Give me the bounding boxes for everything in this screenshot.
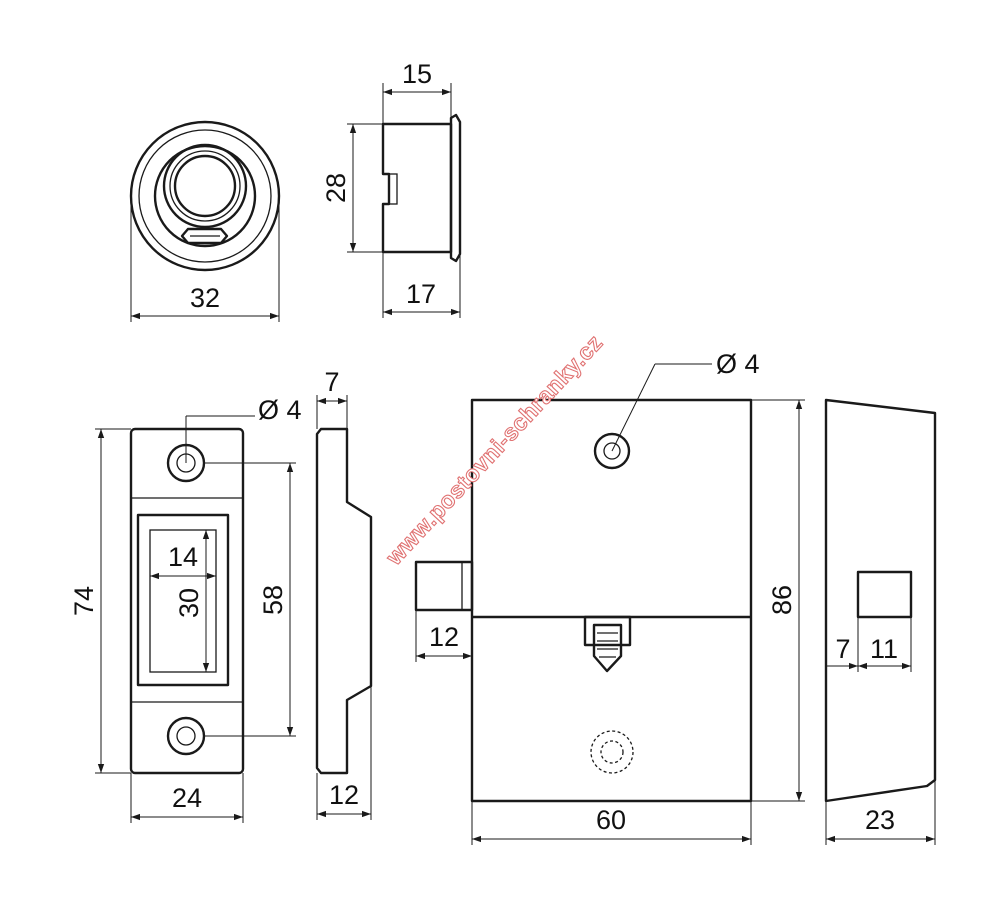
cylinder-core-ring-inner (169, 150, 241, 222)
cylinder-side-body (381, 122, 453, 254)
cylinder-side-view: 15 28 17 (321, 59, 462, 318)
lock-hole-label: Ø 4 (716, 349, 760, 379)
lock-side-depth-label: 23 (865, 805, 895, 835)
lock-latch (592, 623, 623, 673)
strike-width-label: 24 (172, 783, 202, 813)
cylinder-body (153, 144, 257, 248)
strike-pocket-outer (136, 513, 230, 687)
strike-side-bottom-label: 12 (329, 780, 359, 810)
cylinder-side-flange (449, 113, 462, 263)
lock-side-offset-label: 7 (835, 634, 850, 664)
cylinder-rosette-inner (138, 129, 272, 263)
lock-hidden-hole-inner (600, 740, 624, 764)
strike-plate-side-view: 7 12 (315, 367, 373, 820)
strike-side-outline (315, 427, 373, 775)
cylinder-overall-depth-label: 17 (406, 279, 436, 309)
strike-screw-hole-bottom-bore (176, 726, 196, 746)
watermark: www.postovni-schranky.cz (380, 329, 607, 570)
strike-screw-hole-bottom (166, 716, 206, 756)
cylinder-width-label: 32 (190, 283, 220, 313)
cylinder-height-label: 28 (321, 173, 351, 203)
lock-side-view: 7 11 23 (824, 398, 937, 845)
strike-height-label: 74 (69, 586, 99, 616)
cylinder-front-view: 32 (129, 120, 281, 322)
lock-side-window-label: 11 (870, 634, 898, 664)
strike-plate-front-view: Ø 4 74 58 14 30 24 (69, 395, 302, 823)
strike-slot-width-label: 14 (168, 542, 198, 572)
lock-screw-hole (593, 432, 631, 470)
lock-bolt (414, 560, 474, 612)
strike-plate-outline (129, 427, 245, 775)
cylinder-side-notch (388, 173, 398, 205)
lock-height-label: 86 (767, 585, 797, 615)
cylinder-keyway (180, 227, 229, 245)
strike-hole-spacing-label: 58 (258, 585, 288, 615)
lock-body-front-view: Ø 4 86 12 60 (414, 349, 805, 845)
lock-latch-housing (583, 615, 632, 647)
lock-width-label: 60 (596, 805, 626, 835)
lock-bolt-label: 12 (429, 622, 459, 652)
strike-slot-height-label: 30 (174, 588, 204, 618)
cylinder-core (173, 154, 237, 218)
cylinder-depth-label: 15 (402, 59, 432, 89)
leader-line (611, 363, 656, 452)
strike-pocket-inner (149, 529, 217, 673)
lock-screw-hole-bore (603, 442, 621, 460)
lock-side-outline (824, 398, 937, 803)
strike-hole-label: Ø 4 (258, 395, 302, 425)
strike-side-top-label: 7 (324, 367, 339, 397)
lock-hidden-hole-outer (590, 730, 634, 774)
lock-side-window (856, 570, 913, 619)
cylinder-core-ring (162, 143, 248, 229)
